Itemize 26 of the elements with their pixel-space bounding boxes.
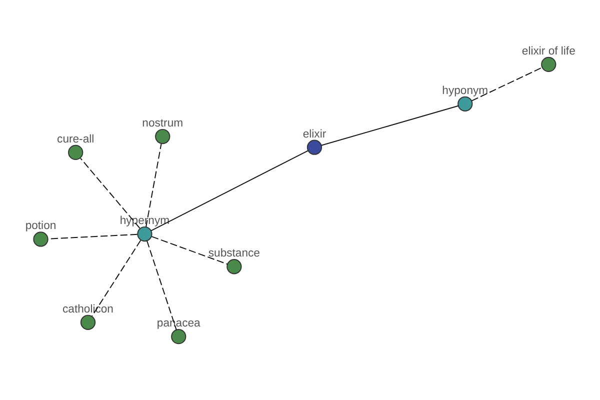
- connector: [146, 240, 177, 330]
- connector: [151, 236, 228, 264]
- node-label: potion: [25, 220, 56, 232]
- connector: [150, 150, 309, 231]
- node-label: hyponym: [442, 84, 488, 96]
- node-circle: [155, 128, 170, 144]
- node-label: cure-all: [57, 132, 94, 145]
- node-label: nostrum: [142, 116, 184, 129]
- node-circle: [541, 56, 556, 72]
- node-circle: [33, 231, 48, 246]
- connector: [471, 66, 542, 101]
- node-circle: [306, 139, 322, 154]
- node-circle: [80, 314, 96, 330]
- node-circle: [226, 258, 242, 274]
- connector: [146, 143, 162, 227]
- connector: [92, 239, 142, 316]
- connector: [80, 157, 140, 228]
- node-circle: [171, 328, 186, 344]
- node-label: elixir of life: [522, 44, 576, 57]
- connector: [320, 104, 459, 146]
- node-label: substance: [208, 247, 260, 260]
- node-circle: [137, 226, 152, 242]
- node-label: elixir: [302, 128, 326, 140]
- node-label: panacea: [156, 317, 200, 330]
- node-circle: [68, 144, 84, 160]
- node-circle: [458, 96, 473, 111]
